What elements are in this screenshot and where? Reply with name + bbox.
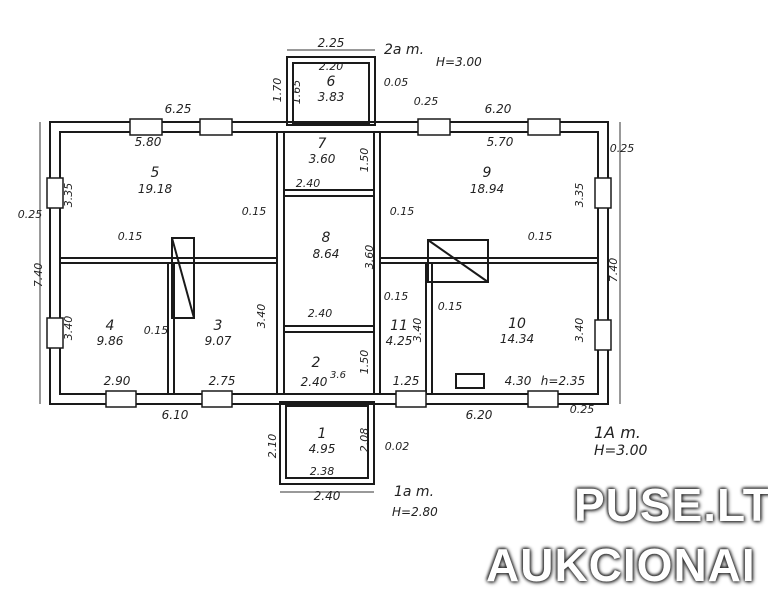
dim-wall-025-top: 0.25 <box>414 95 439 108</box>
dim-room3-w: 2.75 <box>209 374 236 388</box>
room-6-num: 6 <box>327 74 336 90</box>
ext-6-inner <box>292 62 370 124</box>
dim-room10-w: 4.30 <box>505 374 532 388</box>
annotation-right-block: 1A m. <box>594 423 641 442</box>
dim-room11-w: 1.25 <box>393 374 420 388</box>
window-right-2 <box>594 319 612 351</box>
room-3-num: 3 <box>214 318 223 334</box>
dim-right-total: 7.40 <box>607 258 620 283</box>
room-11-area: 4.25 <box>386 334 413 348</box>
room-7-area: 3.60 <box>309 152 336 166</box>
room-8-num: 8 <box>322 230 331 246</box>
dim-ext1-inner: 2.38 <box>310 465 335 478</box>
window-bottom-1 <box>105 390 137 408</box>
room-2-area: 2.40 <box>301 375 328 389</box>
ext-6-wall <box>286 56 376 126</box>
dim-wall-025-left: 0.25 <box>18 208 43 221</box>
dim-ext1-outer: 2.40 <box>314 489 341 503</box>
dim-ext6-h1: 1.70 <box>271 78 284 103</box>
room-7-num: 7 <box>318 136 327 152</box>
stove-right-diag <box>427 239 489 283</box>
room-1-num: 1 <box>318 426 327 442</box>
dim-room10-h-note: h=2.35 <box>541 374 585 388</box>
dim-room3-h: 3.40 <box>255 304 268 329</box>
room-10-num: 10 <box>508 316 526 332</box>
dim-part-a: 0.15 <box>242 205 267 218</box>
room-9-num: 9 <box>483 165 492 181</box>
dim-wall-025-right: 0.25 <box>610 142 635 155</box>
room-3-area: 9.07 <box>205 334 232 348</box>
dim-top-right: 6.20 <box>485 102 512 116</box>
dim-room2-note: 3.6 <box>330 370 346 381</box>
dim-part-d: 0.15 <box>528 230 553 243</box>
dim-left-total: 7.40 <box>32 263 45 288</box>
dim-part-c: 0.15 <box>118 230 143 243</box>
dim-ext6-wall: 0.05 <box>384 76 409 89</box>
dim-ext1-h: 2.10 <box>266 434 279 459</box>
watermark-line-1: PUSE.LT <box>574 479 768 531</box>
room-10-area: 14.34 <box>500 332 534 346</box>
window-bottom-2 <box>201 390 233 408</box>
dim-ext1-wall: 0.02 <box>385 440 410 453</box>
dim-room4-h: 3.40 <box>62 316 75 341</box>
window-top-3 <box>417 118 451 136</box>
dim-room11-h: 3.40 <box>411 318 424 343</box>
dim-part-b: 0.15 <box>390 205 415 218</box>
ext-1-wall <box>279 401 375 485</box>
dim-bottom-right: 6.20 <box>466 408 493 422</box>
window-top-4 <box>527 118 561 136</box>
room-11-num: 11 <box>390 318 408 334</box>
room-4-area: 9.86 <box>97 334 124 348</box>
dim-ext1-h2: 2.08 <box>358 428 371 453</box>
cooker-box <box>455 373 485 389</box>
window-bottom-3 <box>395 390 427 408</box>
dim-corr-w1: 2.40 <box>296 177 321 190</box>
dim-part-e: 0.15 <box>384 290 409 303</box>
room-9-area: 18.94 <box>470 182 504 196</box>
dim-top-left: 6.25 <box>165 102 192 116</box>
annotation-right-height: H=3.00 <box>594 443 648 459</box>
dim-room5-width: 5.80 <box>135 135 162 149</box>
dim-room10-h: 3.40 <box>573 318 586 343</box>
dim-bottom-left: 6.10 <box>162 408 189 422</box>
room-5-num: 5 <box>151 165 160 181</box>
stove-left <box>171 237 195 319</box>
annotation-top-height: H=3.00 <box>436 55 482 69</box>
dim-ext6-h2: 1.65 <box>290 80 303 105</box>
room-4-num: 4 <box>106 318 115 334</box>
window-bottom-4 <box>527 390 559 408</box>
dim-room2-h: 1.50 <box>358 350 371 375</box>
dim-room6-inner: 2.20 <box>319 60 344 73</box>
dim-wall-025-bottom: 0.25 <box>570 403 595 416</box>
dim-room4-w: 2.90 <box>104 374 131 388</box>
dim-part-g: 0.15 <box>144 324 169 337</box>
dim-part-f: 0.15 <box>438 300 463 313</box>
window-top-2 <box>199 118 233 136</box>
dim-room5-h: 3.35 <box>62 183 75 208</box>
room-5-area: 19.18 <box>138 182 173 196</box>
dim-top-ext: 2.25 <box>318 36 345 50</box>
room-8-area: 8.64 <box>313 247 340 261</box>
ext-1-inner <box>285 405 369 479</box>
room-1-area: 4.95 <box>309 442 336 456</box>
room-2-num: 2 <box>312 355 321 371</box>
dim-corr-w2: 2.40 <box>308 307 333 320</box>
annotation-bottom-height: H=2.80 <box>392 505 438 519</box>
window-left-1 <box>46 177 64 209</box>
window-left-2 <box>46 317 64 349</box>
stove-right <box>427 239 489 283</box>
dim-room9-h: 3.35 <box>573 183 586 208</box>
window-right-1 <box>594 177 612 209</box>
stove-left-diag <box>171 237 195 319</box>
watermark-line-2: AUKCIONAI <box>486 539 756 591</box>
dim-room9-width: 5.70 <box>487 135 514 149</box>
room-6-area: 3.83 <box>318 90 345 104</box>
annotation-bottom-block: 1a m. <box>394 484 434 500</box>
window-top-1 <box>129 118 163 136</box>
annotation-top-attic: 2a m. <box>384 42 424 58</box>
dim-corr-h: 3.60 <box>363 245 376 270</box>
dim-room7-h: 1.50 <box>358 148 371 173</box>
